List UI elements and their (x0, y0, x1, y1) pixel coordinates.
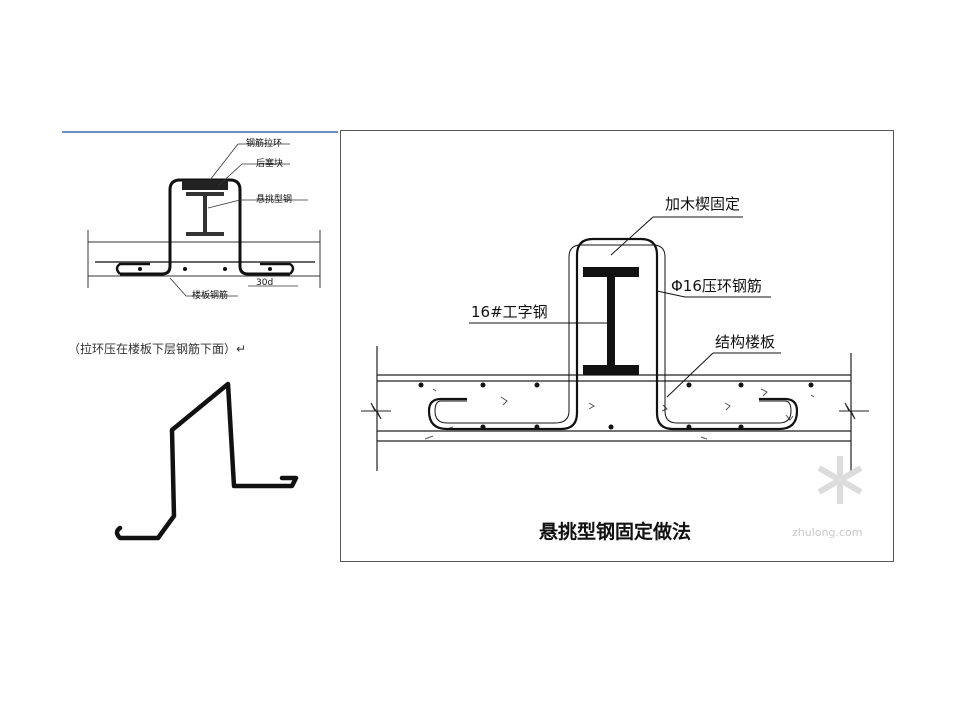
label-slab: 结构楼板 (715, 333, 776, 351)
left-rebar-dots (138, 267, 272, 271)
left-slab (87, 230, 321, 288)
left-detail-drawing (62, 131, 338, 541)
label-wood-wedge: 加木楔固定 (665, 195, 741, 213)
label-cantilever-steel: 悬挑型钢 (256, 195, 293, 205)
main-ring-bar (427, 237, 799, 431)
left-hook-left (115, 262, 150, 275)
left-backing-block (182, 180, 228, 190)
label-backing-block: 后塞块 (256, 159, 284, 169)
main-rebar-dots (418, 382, 814, 430)
left-bent-bar-shape (114, 381, 299, 541)
label-floor-rebar: 楼板钢筋 (192, 291, 229, 301)
watermark-text: zhulong.com (792, 526, 863, 539)
left-i-beam (186, 192, 224, 236)
main-detail-drawing (361, 216, 869, 471)
left-hook-right (260, 262, 295, 275)
label-rebar-ring: 钢筋拉环 (246, 139, 283, 149)
label-i-beam: 16#工字钢 (471, 303, 548, 321)
label-anchor-length: 30d (256, 278, 274, 288)
left-leaders (169, 143, 308, 297)
main-i-beam (583, 267, 639, 375)
main-ring-bar-inner (434, 244, 792, 424)
left-caption: （拉环压在楼板下层钢筋下面）↵ (68, 342, 247, 356)
zhulong-logo-icon (817, 456, 863, 504)
diagram-title: 悬挑型钢固定做法 (539, 521, 692, 543)
left-detail-panel: 钢筋拉环 后塞块 悬挑型钢 楼板钢筋 30d （拉环压在楼板下层钢筋下面）↵ (60, 128, 340, 568)
main-leaders (469, 216, 781, 398)
main-detail-panel: 加木楔固定 Φ16压环钢筋 16#工字钢 结构楼板 悬挑型钢固定做法 (340, 130, 894, 562)
label-ring-bar: Φ16压环钢筋 (671, 277, 762, 295)
